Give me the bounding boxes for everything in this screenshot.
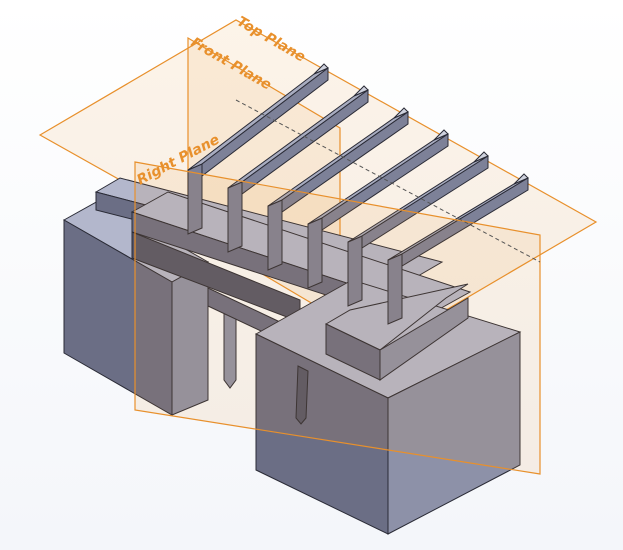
plane-intersection-line	[235, 99, 541, 263]
front-ledge-side	[379, 297, 469, 381]
pin-arm-side	[201, 66, 329, 178]
latch-slot	[295, 365, 309, 425]
connector-body	[62, 177, 522, 535]
pin-tip	[353, 85, 369, 97]
pin-arm-side	[241, 89, 369, 195]
pin-array	[187, 63, 529, 325]
right-plane-shape[interactable]	[134, 161, 541, 475]
pin-arm-side	[281, 111, 409, 213]
pin-tip	[393, 107, 409, 119]
right-block-side	[387, 331, 521, 535]
pin-tip	[513, 173, 529, 185]
pin-tip	[313, 63, 329, 75]
pin-arm-side	[361, 155, 489, 249]
pin-arm-side	[321, 133, 449, 231]
pin-tip	[473, 151, 489, 163]
pin-tip	[433, 129, 449, 141]
